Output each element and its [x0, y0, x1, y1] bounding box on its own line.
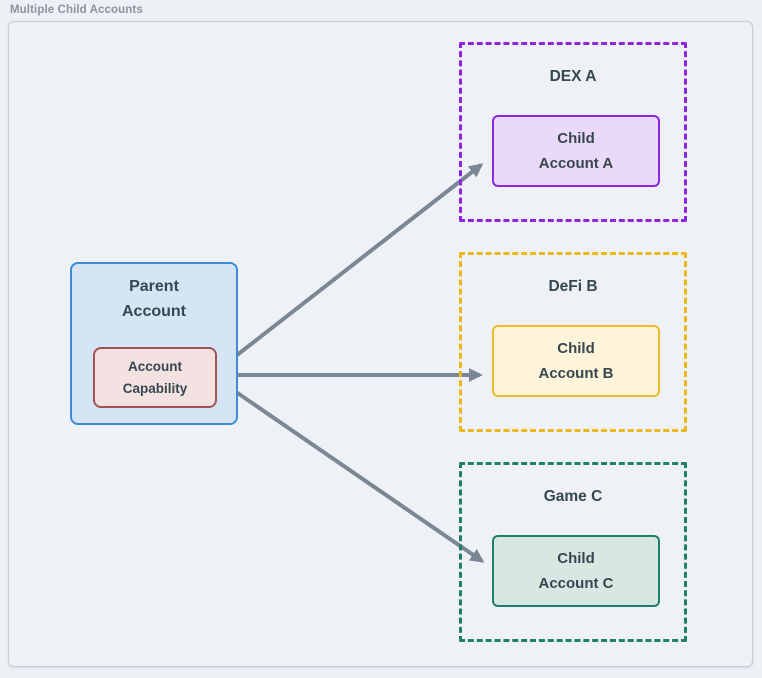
child-account-c-box: Child Account C	[492, 535, 660, 607]
account-capability-label: Account Capability	[122, 358, 188, 396]
diagram-title: Multiple Child Accounts	[10, 4, 143, 16]
parent-account-box: Parent Account Account Capability	[70, 262, 238, 425]
child-account-b-box: Child Account B	[492, 325, 660, 397]
account-capability-box: Account Capability	[93, 347, 217, 408]
child-account-a-box: Child Account A	[492, 115, 660, 187]
zone-game-c: Game C Child Account C	[459, 462, 687, 642]
child-account-c-label: Child Account C	[538, 550, 614, 592]
zone-dex-a-label: DEX A	[549, 68, 597, 85]
zone-defi-b: DeFi B Child Account B	[459, 252, 687, 432]
zone-defi-b-label: DeFi B	[548, 278, 598, 295]
zone-dex-a: DEX A Child Account A	[459, 42, 687, 222]
child-account-b-label: Child Account B	[538, 340, 614, 382]
zone-game-c-label: Game C	[543, 488, 603, 505]
parent-account-label: Parent Account	[122, 278, 186, 320]
child-account-a-label: Child Account A	[538, 130, 614, 172]
